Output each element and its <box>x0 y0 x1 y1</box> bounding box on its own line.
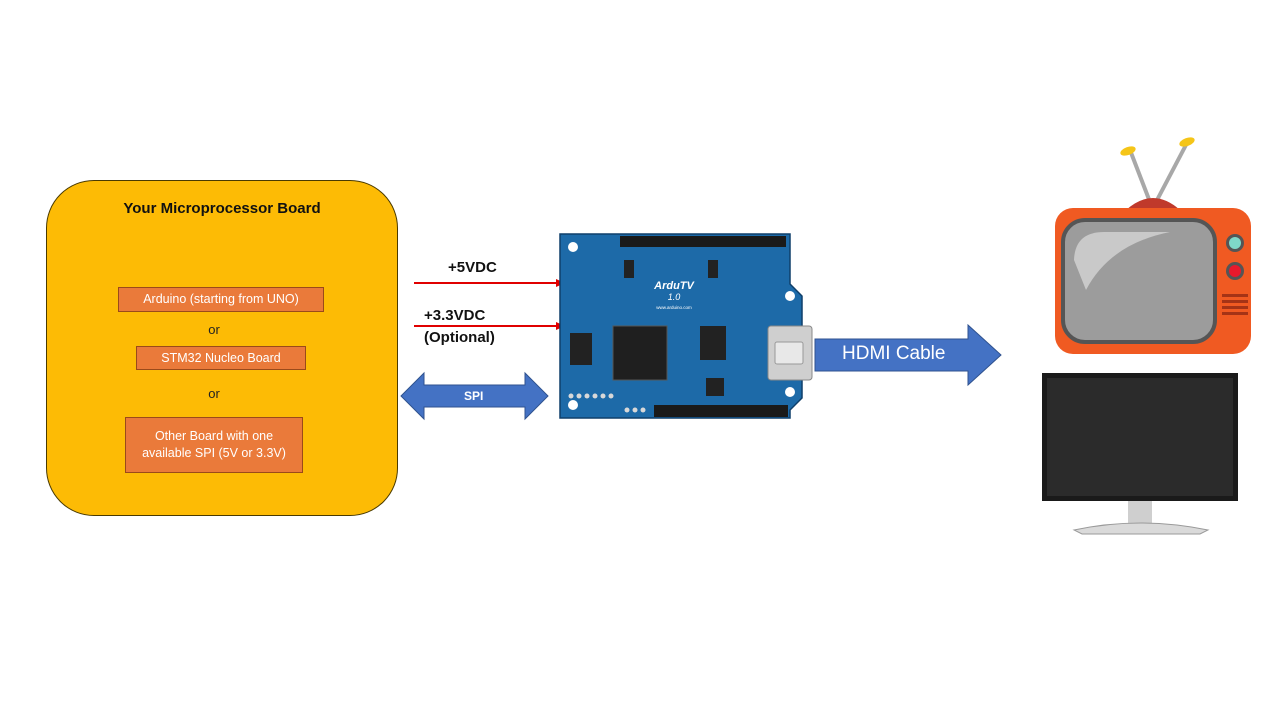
hdmi-cable-label: HDMI Cable <box>842 343 946 364</box>
option-other-board-box: Other Board with one available SPI (5V o… <box>125 417 303 473</box>
spi-label: SPI <box>464 389 484 403</box>
ardutv-board-image <box>559 233 813 419</box>
power-5v-label: +5VDC <box>448 259 497 276</box>
ardutv-version-text: 1.0 <box>668 292 681 302</box>
vintage-tv-icon <box>1055 137 1251 354</box>
or-separator: or <box>208 386 220 401</box>
hdmi-arrow <box>814 323 1002 387</box>
microprocessor-board-title: Your Microprocessor Board <box>123 200 321 217</box>
power-3v3-label: +3.3VDC <box>424 307 486 324</box>
option-arduino-box: Arduino (starting from UNO) <box>118 287 324 312</box>
spi-double-arrow <box>400 371 549 421</box>
ardutv-url-text: www.arduino.com <box>656 305 692 310</box>
monitor-icon <box>1042 373 1238 535</box>
option-stm32-box: STM32 Nucleo Board <box>136 346 306 370</box>
ardutv-name-text: ArduTV <box>653 280 695 292</box>
power-3v3-optional-note: (Optional) <box>424 329 495 346</box>
power-5v-arrow <box>414 279 565 287</box>
or-separator: or <box>208 322 220 337</box>
